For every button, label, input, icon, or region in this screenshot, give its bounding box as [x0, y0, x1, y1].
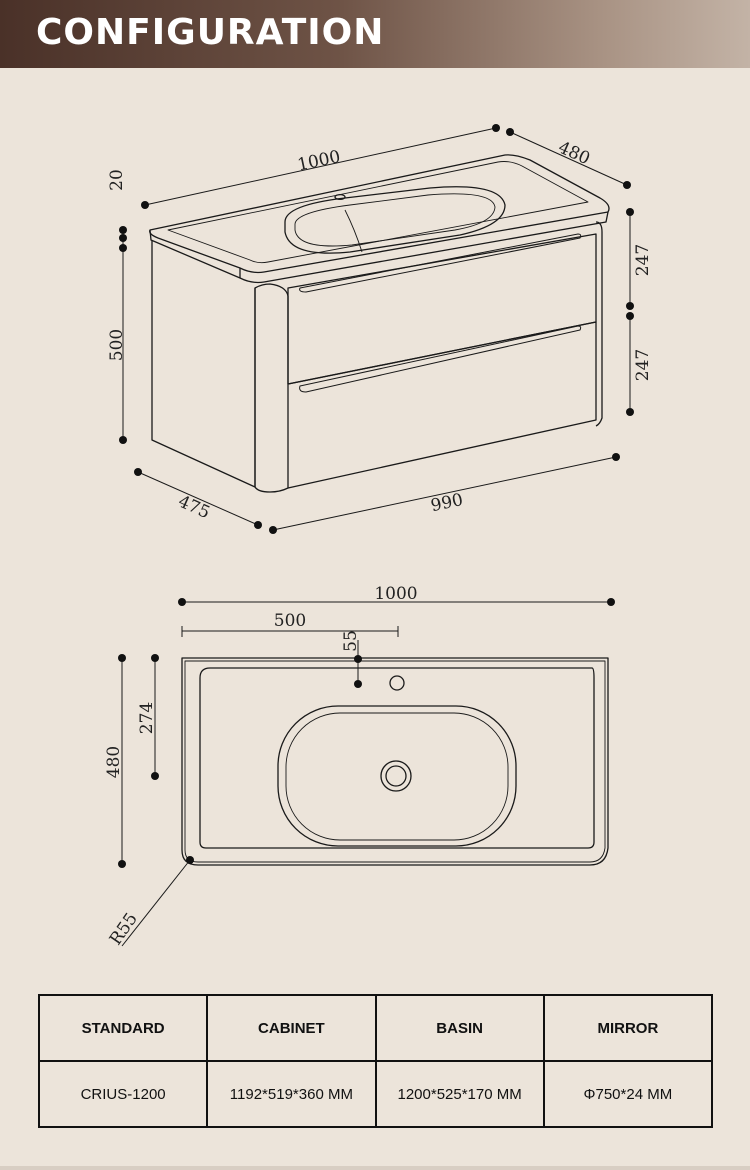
- dim-drawer-upper: 247: [633, 244, 653, 276]
- header-standard: STANDARD: [37, 994, 209, 1062]
- cell-standard: CRIUS-1200: [37, 1060, 209, 1128]
- cell-mirror: Φ750*24 MM: [542, 1060, 714, 1128]
- header-basin: BASIN: [374, 994, 545, 1062]
- plan-basin: [181, 657, 609, 866]
- table-header-row: STANDARD CABINET BASIN MIRROR: [37, 994, 714, 1062]
- header-cabinet: CABINET: [206, 994, 377, 1062]
- technical-drawing: 1000 480 20 500 247 247 475 990 1000 500…: [104, 124, 653, 949]
- dim-width-bottom: 990: [429, 490, 465, 516]
- table-row: CRIUS-1200 1192*519*360 MM 1200*525*170 …: [37, 1060, 714, 1128]
- dim-body-height: 500: [107, 329, 127, 361]
- dim-tap-offset: 55: [341, 630, 361, 652]
- dim-plan-depth: 480: [104, 746, 124, 778]
- dim-depth-top: 480: [555, 138, 593, 169]
- dim-corner-radius: R55: [106, 909, 142, 949]
- spec-table: STANDARD CABINET BASIN MIRROR CRIUS-1200…: [37, 994, 714, 1128]
- dim-drawer-lower: 247: [633, 349, 653, 381]
- dim-top-thickness: 20: [107, 169, 127, 191]
- bottom-divider: [0, 1166, 750, 1170]
- iso-dimension-lines: [122, 127, 631, 531]
- dim-plan-width: 1000: [374, 584, 417, 604]
- dim-center-depth: 274: [137, 702, 157, 734]
- dim-width-top: 1000: [296, 147, 342, 176]
- cell-cabinet: 1192*519*360 MM: [206, 1060, 377, 1128]
- dim-depth-bottom: 475: [175, 492, 213, 523]
- cell-basin: 1200*525*170 MM: [374, 1060, 545, 1128]
- header-banner: CONFIGURATION: [0, 0, 750, 68]
- dim-plan-half-width: 500: [274, 611, 306, 631]
- dimension-dots: [118, 124, 634, 868]
- page-title: CONFIGURATION: [36, 12, 385, 53]
- iso-cabinet: [149, 154, 610, 493]
- plan-dimension-lines: [121, 601, 611, 947]
- header-mirror: MIRROR: [542, 994, 714, 1062]
